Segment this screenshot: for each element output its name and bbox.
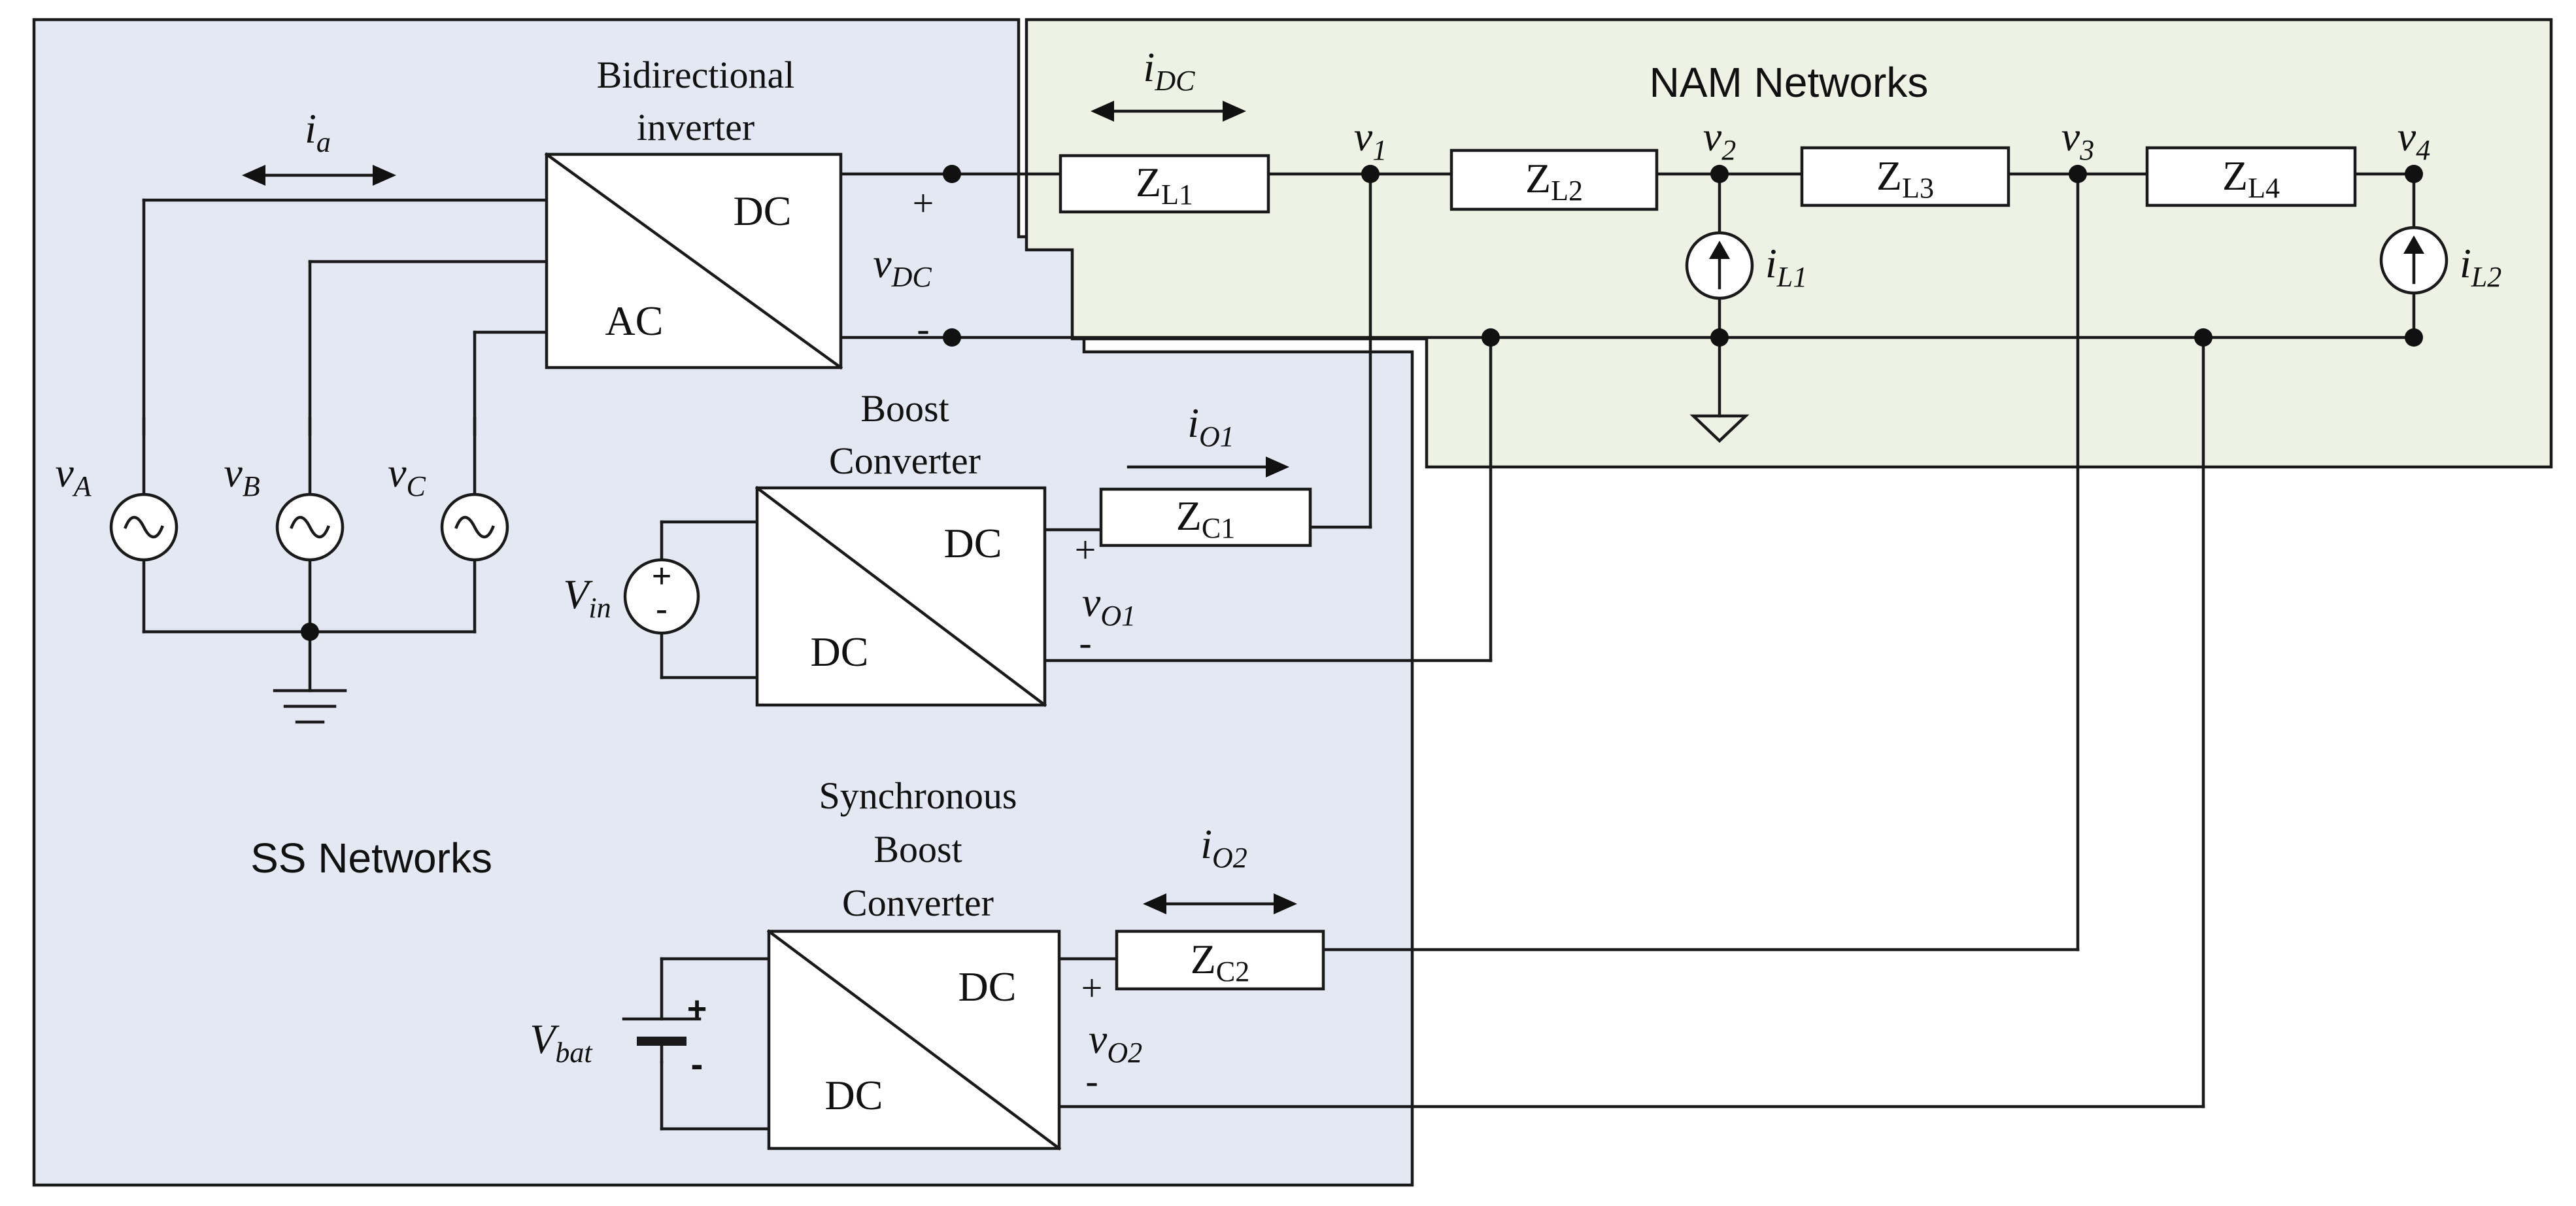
current-label-ia: ia	[305, 105, 331, 158]
current-arrows	[242, 101, 1297, 914]
nam-networks-label: NAM Networks	[1650, 59, 1929, 106]
current-label-idc: iDC	[1144, 44, 1196, 97]
impedance-zl2: ZL2	[1449, 148, 1659, 211]
boost-title-line2: Converter	[829, 439, 981, 482]
voltage-label-v2: v2	[1703, 113, 1736, 166]
ac-source-vc	[440, 417, 509, 562]
current-source-il2	[2379, 226, 2449, 295]
svg-text:ZL4: ZL4	[2222, 152, 2280, 204]
svg-text:+: +	[652, 557, 671, 595]
vdc-minus-mark: -	[917, 307, 929, 350]
dc-source-vin: + -	[623, 557, 700, 635]
current-label-io2: iO2	[1200, 821, 1247, 874]
impedance-zc2: ZC2	[1115, 929, 1325, 991]
synchronous-boost-converter-block: DC DC	[766, 929, 1062, 1151]
current-label-il1: iL1	[1765, 240, 1807, 293]
svg-text:ZL3: ZL3	[1876, 152, 1934, 204]
boost-converter-block: DC DC	[754, 485, 1047, 708]
battery-vbat: + -	[622, 990, 707, 1084]
inverter-ac-label: AC	[605, 298, 664, 344]
svg-text:ZC2: ZC2	[1191, 936, 1249, 988]
inverter-title-line2: inverter	[637, 106, 754, 148]
earth-ground-symbol	[273, 689, 347, 724]
sync-boost-dc-out-label: DC	[958, 963, 1017, 1010]
svg-text:ZL2: ZL2	[1525, 155, 1583, 207]
current-source-il1	[1685, 231, 1754, 300]
impedance-zl4: ZL4	[2145, 146, 2357, 207]
voltage-label-vo1: vO1	[1082, 579, 1136, 632]
inverter-title-line1: Bidirectional	[597, 54, 795, 96]
junction-dots	[301, 165, 2423, 641]
voltage-label-vb: vB	[224, 449, 260, 502]
current-label-il2: iL2	[2460, 240, 2501, 293]
voltage-label-va: vA	[55, 449, 92, 502]
sync-boost-dc-in-label: DC	[825, 1072, 883, 1118]
voltage-label-vo2: vO2	[1089, 1016, 1142, 1069]
voltage-label-vc: vC	[388, 449, 426, 502]
current-label-io1: iO1	[1187, 400, 1234, 453]
vdc-plus-mark: +	[913, 182, 934, 224]
bidirectional-inverter-block: DC AC	[544, 152, 843, 370]
voltage-label-v4: v4	[2398, 113, 2430, 166]
vo1-plus-mark: +	[1075, 528, 1096, 571]
ss-networks-region	[32, 18, 1414, 1187]
voltage-label-vdc: vDC	[873, 240, 932, 293]
vo1-minus-mark: -	[1079, 621, 1091, 664]
vo2-plus-mark: +	[1081, 967, 1103, 1009]
svg-text:ZC1: ZC1	[1176, 492, 1235, 544]
sync-boost-title-line3: Converter	[842, 882, 994, 924]
inverter-dc-label: DC	[734, 188, 792, 234]
svg-text:-: -	[691, 1043, 703, 1084]
impedance-zc1: ZC1	[1099, 487, 1312, 547]
sync-boost-title-line2: Boost	[873, 828, 962, 870]
voltage-label-vin: Vin	[563, 571, 611, 624]
wires	[142, 172, 2416, 1131]
svg-text:ZL1: ZL1	[1136, 159, 1193, 211]
ac-source-va	[109, 417, 178, 562]
boost-dc-out-label: DC	[944, 520, 1002, 566]
ss-networks-label: SS Networks	[250, 835, 492, 882]
vo2-minus-mark: -	[1085, 1060, 1098, 1102]
ac-source-vb	[275, 417, 345, 562]
impedance-zl1: ZL1	[1059, 154, 1270, 214]
voltage-label-vbat: Vbat	[530, 1016, 593, 1069]
svg-text:+: +	[687, 990, 707, 1028]
boost-dc-in-label: DC	[811, 629, 869, 675]
voltage-label-v3: v3	[2061, 113, 2094, 166]
boost-title-line1: Boost	[860, 387, 949, 430]
voltage-label-v1: v1	[1354, 113, 1387, 166]
ground-triangle-symbol	[1689, 414, 1750, 443]
svg-text:-: -	[656, 588, 668, 629]
impedance-zl3: ZL3	[1800, 146, 2010, 207]
sync-boost-title-line1: Synchronous	[819, 774, 1017, 817]
